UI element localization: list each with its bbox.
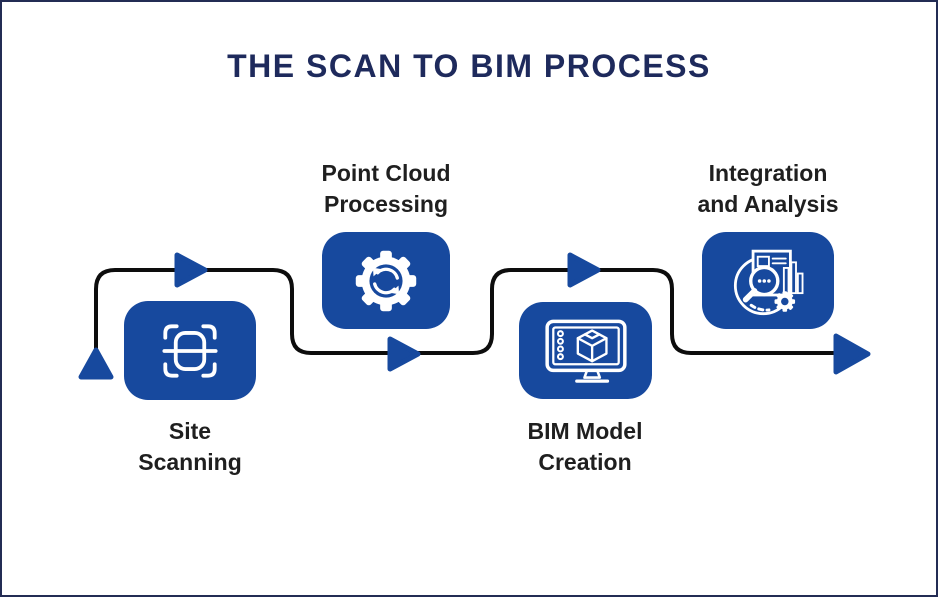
flow-arrow-icon [387,336,421,372]
step-label-bim-model-creation: BIM Model Creation [475,416,695,478]
step-label-integration-and-analysis: Integration and Analysis [658,158,878,220]
step-box-bim-model-creation [519,302,652,399]
step-label-line: Processing [324,191,448,217]
step-label-line: Point Cloud [321,160,451,186]
step-label-line: Scanning [138,449,242,475]
step-label-point-cloud-processing: Point Cloud Processing [276,158,496,220]
gear-sync-icon [355,250,417,311]
step-label-line: Site [168,418,212,444]
flow-arrow-icon [567,252,601,288]
step-label-line: BIM Model [527,418,643,444]
step-box-integration-and-analysis [702,232,834,329]
flow-start-arrow-icon [78,347,114,380]
step-box-site-scanning [124,301,256,400]
step-label-line: Integration [708,160,828,186]
flow-arrow-icon [174,252,208,288]
step-label-line: Creation [538,449,632,475]
monitor-3d-cube-icon [544,319,627,383]
page-title: THE SCAN TO BIM PROCESS [227,48,711,84]
flow-end-arrow-icon [833,333,871,375]
flow-connector-line [94,268,838,355]
step-label-site-scanning: Site Scanning [80,416,300,478]
analysis-magnifier-icon [733,249,804,315]
scan-frame-icon [162,323,218,378]
step-label-line: and Analysis [697,191,839,217]
step-box-point-cloud-processing [322,232,450,329]
